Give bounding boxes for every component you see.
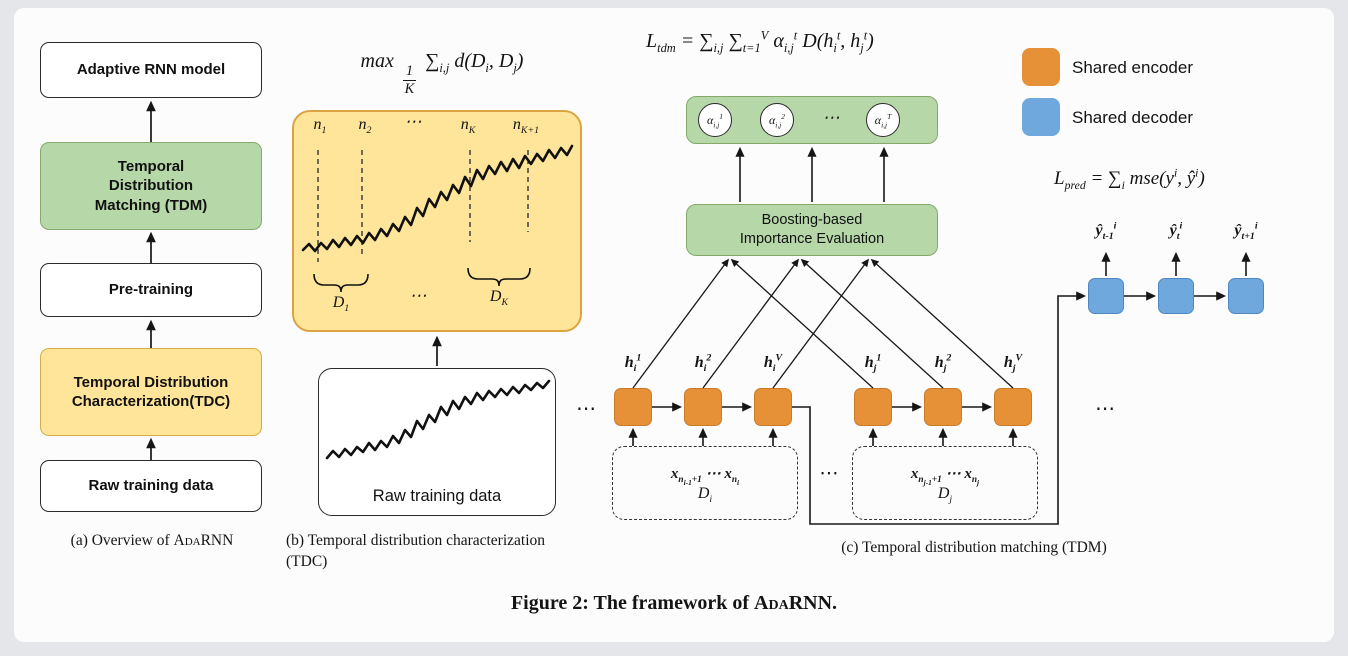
- encoder-cell-i2: [684, 388, 722, 426]
- tdc-objective-prefix: max: [360, 50, 394, 72]
- node-raw-training-data-label: Raw training data: [88, 477, 214, 495]
- hidden-state-label-hjV: hjV: [1003, 352, 1023, 375]
- figure-caption: Figure 2: The framework of AdaRNN.: [0, 590, 1348, 617]
- panel-a-caption-text: (a) Overview of: [70, 532, 174, 549]
- alpha-ellipsis: ⋯: [822, 108, 840, 127]
- hidden-state-label-hi2: hi2: [694, 352, 712, 375]
- boosting-importance-box: Boosting-based Importance Evaluation: [686, 204, 938, 256]
- figure-caption-period: .: [832, 592, 838, 614]
- node-raw-training-data: Raw training data: [40, 460, 262, 512]
- decoder-cell-1: [1088, 278, 1124, 314]
- alpha-T-circle: αi,jT: [866, 103, 900, 137]
- node-adaptive-rnn-model-label: Adaptive RNN model: [76, 61, 226, 79]
- input-segment-label-Dj: Dj: [937, 484, 953, 505]
- panel-c-caption: (c) Temporal distribution matching (TDM): [841, 539, 1107, 556]
- decoder-cell-3: [1228, 278, 1264, 314]
- alpha-1-circle: αi,j1: [698, 103, 732, 137]
- alpha-1-label: αi,j1: [706, 111, 724, 129]
- legend-encoder-label: Shared encoder: [1072, 58, 1193, 77]
- encoder-cell-i1: [614, 388, 652, 426]
- encoder-cell-j1: [854, 388, 892, 426]
- legend-decoder-label: Shared decoder: [1072, 108, 1193, 127]
- prediction-label-t-plus-1: ŷt+1i: [1234, 220, 1258, 243]
- node-adaptive-rnn-model: Adaptive RNN model: [40, 42, 262, 98]
- segment-labels-ellipsis: ⋯: [404, 112, 422, 131]
- encoder-cell-iV: [754, 388, 792, 426]
- segment-boundary-label-nK: nK: [460, 116, 476, 137]
- node-tdc-label: Temporal Distribution Characterization(T…: [71, 373, 231, 411]
- panel-a-caption-brand: AdaRNN: [173, 532, 234, 549]
- decoder-cell-2: [1158, 278, 1194, 314]
- hidden-state-label-hj2: hj2: [934, 352, 952, 375]
- prediction-label-t-minus-1: ŷt-1i: [1095, 220, 1117, 243]
- hidden-state-label-hi1: hi1: [624, 352, 642, 375]
- legend-decoder-swatch: [1022, 98, 1060, 136]
- legend-encoder-swatch: [1022, 48, 1060, 86]
- alpha-T-label: αi,jT: [874, 111, 892, 129]
- encoder-chain-ellipsis-right: ⋯: [1095, 398, 1115, 420]
- segment-label-D1: D1: [332, 294, 350, 315]
- input-segment-box-i: xni-1+1 ⋯ xni Di: [612, 446, 798, 520]
- panel-a-caption: (a) Overview of AdaRNN: [30, 531, 274, 552]
- fraction-denominator: K: [404, 81, 415, 98]
- input-sequence-label-i: xni-1+1 ⋯ xni: [670, 465, 740, 487]
- encoder-cell-jV: [994, 388, 1032, 426]
- alpha-2-label: αi,j2: [768, 111, 786, 129]
- input-boxes-ellipsis: ⋯: [819, 463, 839, 484]
- loss-pred-formula: Lpred = ∑i mse(yi, ŷi): [1054, 166, 1205, 192]
- node-pre-training-label: Pre-training: [108, 281, 194, 299]
- tdc-objective-body: ∑i,j d(Di, Dj): [425, 50, 524, 75]
- raw-training-data-label: Raw training data: [372, 487, 502, 505]
- input-sequence-label-j: xnj-1+1 ⋯ xnj: [910, 465, 980, 487]
- encoder-cell-j2: [924, 388, 962, 426]
- input-segment-label-Di: Di: [697, 484, 713, 505]
- segment-boundary-label-n1: n1: [313, 116, 327, 137]
- alpha-2-circle: αi,j2: [760, 103, 794, 137]
- boosting-importance-label: Boosting-based Importance Evaluation: [739, 212, 885, 247]
- loss-tdm-formula: Ltdm = ∑i,j ∑t=1V αi,jt D(hit, hjt): [646, 28, 874, 55]
- figure-caption-brand: AdaRNN: [754, 592, 833, 614]
- node-temporal-distribution-characterization: Temporal Distribution Characterization(T…: [40, 348, 262, 436]
- encoder-chain-ellipsis-left: ⋯: [576, 398, 596, 420]
- node-pre-training: Pre-training: [40, 263, 262, 317]
- segment-boundary-label-nK1: nK+1: [512, 116, 540, 137]
- segment-label-ellipsis: ⋯: [409, 286, 427, 305]
- hidden-state-label-hiV: hiV: [763, 352, 783, 375]
- segment-boundary-label-n2: n2: [358, 116, 372, 137]
- hidden-state-label-hj1: hj1: [864, 352, 882, 375]
- segment-label-DK: DK: [489, 288, 509, 309]
- fraction-numerator: 1: [402, 63, 417, 82]
- figure-caption-text: Figure 2: The framework of: [510, 592, 755, 614]
- panel-b-caption: (b) Temporal distribution characterizati…: [286, 532, 546, 570]
- node-tdm-label: Temporal Distribution Matching (TDM): [94, 157, 208, 214]
- prediction-label-t: ŷti: [1169, 220, 1183, 243]
- node-temporal-distribution-matching: Temporal Distribution Matching (TDM): [40, 142, 262, 230]
- input-segment-box-j: xnj-1+1 ⋯ xnj Dj: [852, 446, 1038, 520]
